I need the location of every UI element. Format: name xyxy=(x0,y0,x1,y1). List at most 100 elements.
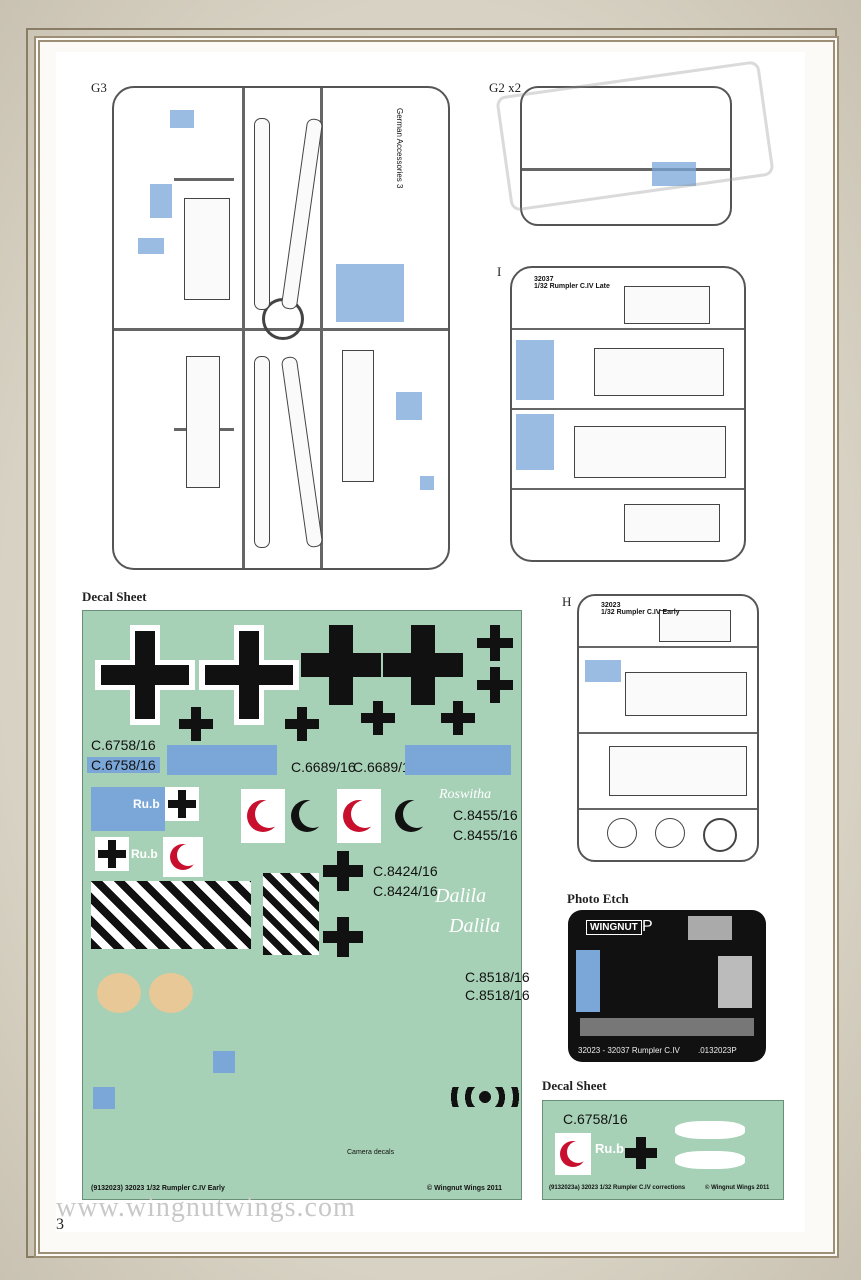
crescent-decal xyxy=(241,789,285,843)
pe-strip xyxy=(580,1018,754,1036)
ladder-part xyxy=(342,350,374,482)
iron-cross-decal xyxy=(95,837,129,876)
wheel-part xyxy=(703,818,737,852)
name-decal: Dalila xyxy=(435,885,487,907)
blue-highlight-part xyxy=(170,110,194,128)
sprue-runner xyxy=(512,328,744,330)
decal-sheet-small: C.6758/16 Ru.b (9132023a) 32023 1/32 Rum… xyxy=(542,1100,784,1200)
roundel-dots-decal xyxy=(445,1087,525,1107)
fuselage-panel xyxy=(659,610,731,642)
blue-highlight-part xyxy=(420,476,434,490)
sprue-runner xyxy=(512,408,744,410)
serial-decal: C.8424/16 xyxy=(373,863,438,879)
blue-highlight-part xyxy=(336,264,404,322)
decal-sheet-small-label: Decal Sheet xyxy=(542,1078,607,1093)
sprue-runner xyxy=(579,808,757,810)
sprue-runner xyxy=(579,646,757,648)
page-number: 3 xyxy=(56,1216,64,1233)
propeller-blade xyxy=(280,355,324,549)
sprue-runner xyxy=(579,732,757,734)
pe-letter: P xyxy=(642,918,653,935)
iron-cross-decal xyxy=(625,1137,657,1174)
camera-decals-label: Camera decals xyxy=(347,1149,395,1156)
h-label: H xyxy=(562,594,572,609)
sprue-runner xyxy=(174,178,234,181)
fuselage-panel xyxy=(609,746,747,796)
iron-cross-decal xyxy=(199,625,299,730)
crescent-decal xyxy=(555,1133,591,1175)
rub-decal: Ru.b xyxy=(595,1141,624,1156)
i-sprue-header: 32037 1/32 Rumpler C.IV Late xyxy=(534,276,610,290)
decal-sheet-label: Decal Sheet xyxy=(82,589,147,604)
g3-label: G3 xyxy=(91,80,107,95)
decal-footer-right: © Wingnut Wings 2011 xyxy=(427,1185,503,1192)
wheel-part xyxy=(655,818,685,848)
pe-grille xyxy=(688,916,732,940)
sprue-g2 xyxy=(495,60,775,226)
photo-etch-fret: WINGNUT P 32023 - 32037 Rumpler C.IV .01… xyxy=(568,910,766,1062)
serial-decal: C.6758/16 xyxy=(91,737,156,753)
pe-code: .0132023P xyxy=(698,1046,737,1055)
blue-highlight-part xyxy=(396,392,422,420)
blue-highlight-part xyxy=(652,162,696,186)
iron-cross-decal xyxy=(179,707,213,746)
iron-cross-decal xyxy=(477,667,513,708)
stripe-decal xyxy=(263,873,319,955)
iron-cross-decal xyxy=(165,787,199,826)
pe-seatbelt xyxy=(576,950,600,1012)
blue-highlight-part xyxy=(585,660,621,682)
propeller-blade xyxy=(254,118,270,310)
fuselage-panel xyxy=(574,426,726,478)
photo-etch-label: Photo Etch xyxy=(567,891,629,906)
rub-decal: Ru.b xyxy=(131,847,158,861)
serial-decal: C.8518/16 xyxy=(465,969,530,985)
pe-logo: WINGNUT xyxy=(586,920,642,935)
eagle-decal xyxy=(405,745,511,775)
serial-decal: C.6758/16 xyxy=(563,1111,628,1127)
sprue-g3: German Accessories 3 xyxy=(112,86,450,570)
serial-decal: C.8455/16 xyxy=(453,807,518,823)
lion-head-decal xyxy=(97,973,141,1013)
blue-highlight-part xyxy=(138,238,164,254)
decal-footer-left: (9132023) 32023 1/32 Rumpler C.IV Early xyxy=(91,1185,225,1192)
ladder-part xyxy=(186,356,220,488)
ladder-part xyxy=(184,198,230,300)
small-blue-decal xyxy=(213,1051,235,1073)
blue-highlight-part xyxy=(516,340,554,400)
crescent-decal xyxy=(163,837,203,877)
eagle-decal xyxy=(675,1121,745,1139)
serial-decal: C.8424/16 xyxy=(373,883,438,899)
serial-decal: C.6689/16 xyxy=(291,759,356,775)
sprue-runner xyxy=(242,88,245,568)
serial-decal: C.8455/16 xyxy=(453,827,518,843)
pe-panel xyxy=(718,956,752,1008)
iron-cross-decal xyxy=(285,707,319,746)
iron-cross-decal xyxy=(477,625,513,666)
iron-cross-decal xyxy=(361,701,395,740)
eagle-decal xyxy=(167,745,277,775)
crescent-decal xyxy=(393,793,431,839)
blue-highlight-part xyxy=(150,184,172,218)
sprue-runner xyxy=(522,168,730,171)
iron-cross-decal xyxy=(301,625,381,710)
rub-panel-decal xyxy=(91,787,165,831)
propeller-blade xyxy=(254,356,270,548)
name-decal: Dalila xyxy=(449,915,501,937)
small-decal-footer-right: © Wingnut Wings 2011 xyxy=(705,1185,770,1191)
serial-decal: C.8518/16 xyxy=(465,987,530,1003)
lion-head-decal xyxy=(149,973,193,1013)
small-blue-decal xyxy=(93,1087,115,1109)
small-decal-footer-left: (9132023a) 32023 1/32 Rumpler C.IV corre… xyxy=(549,1185,686,1191)
wheel-part xyxy=(607,818,637,848)
crescent-decal xyxy=(337,789,381,843)
iron-cross-decal xyxy=(323,851,363,896)
g2-label: G2 x2 xyxy=(489,80,522,95)
sprue-i: 32037 1/32 Rumpler C.IV Late xyxy=(510,266,746,562)
blue-highlight-part xyxy=(516,414,554,470)
iron-cross-decal xyxy=(441,701,475,740)
website-watermark: www.wingnutwings.com xyxy=(56,1192,356,1223)
pe-footer: 32023 - 32037 Rumpler C.IV xyxy=(578,1046,680,1055)
sprue-runner xyxy=(512,488,744,490)
sprue-runner xyxy=(320,88,323,568)
crescent-decal xyxy=(289,793,327,839)
